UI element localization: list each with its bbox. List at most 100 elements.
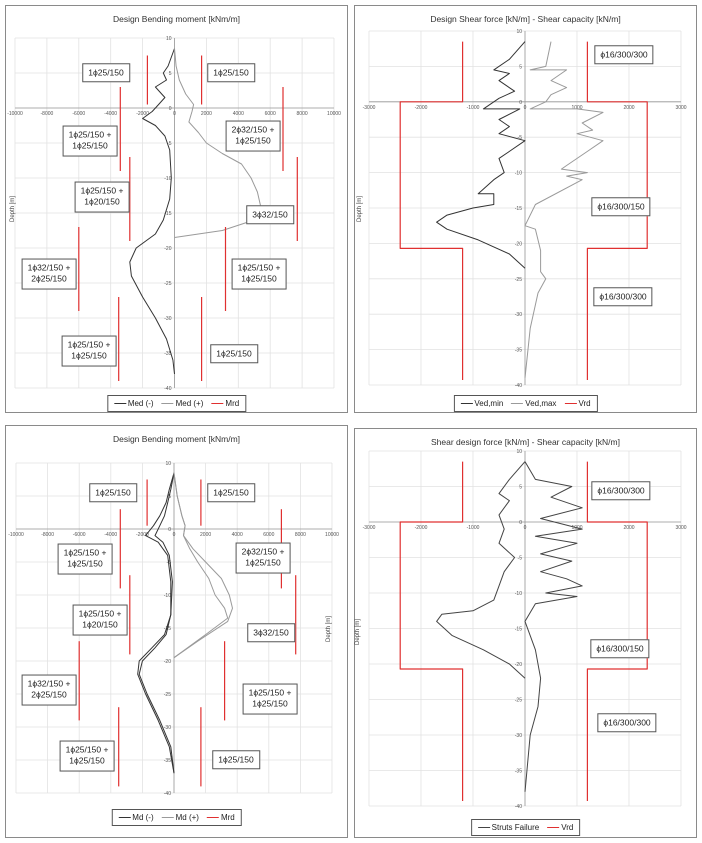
x-tick-label: 0	[173, 111, 176, 117]
x-tick-label: 2000	[623, 105, 634, 111]
y-tick-label: 5	[169, 71, 172, 77]
stirrup-label: ϕ16/300/150	[591, 197, 651, 217]
rebar-label: 1ϕ25/150 + 1ϕ25/150	[57, 543, 113, 575]
legend-swatch	[460, 403, 473, 404]
series-line-struts-failure	[524, 461, 583, 792]
legend-label: Mrd	[225, 399, 240, 408]
chart-legend: Md (-) Md (+) Mrd	[111, 809, 242, 826]
stirrup-label: ϕ16/300/150	[590, 639, 650, 659]
x-tick-label: 4000	[233, 111, 244, 117]
y-tick-label: -35	[515, 348, 522, 354]
legend-item: Ved,min	[460, 399, 503, 408]
rebar-label: 1ϕ25/150	[207, 63, 255, 83]
series-line-vrd	[586, 461, 648, 801]
series-line-ved-max	[524, 41, 604, 378]
legend-item: Mrd	[206, 813, 235, 822]
x-tick-label: -8000	[41, 111, 54, 117]
legend-swatch	[547, 827, 560, 828]
x-tick-label: 6000	[263, 532, 274, 538]
y-tick-label: -30	[515, 312, 522, 318]
rebar-label: 2ϕ32/150 + 1ϕ25/150	[235, 542, 291, 574]
legend-item: Med (+)	[161, 399, 203, 408]
y-tick-label: -10	[515, 591, 522, 597]
legend-label: Ved,min	[474, 399, 504, 408]
rebar-label: 1ϕ32/150 + 2ϕ25/150	[21, 674, 77, 706]
legend-swatch	[113, 403, 126, 404]
series-line-vrd	[399, 461, 464, 801]
y-tick-label: 5	[519, 64, 522, 70]
y-axis-label: Depth [m]	[357, 195, 364, 223]
x-tick-label: 10000	[327, 111, 341, 117]
series-line-vrd	[586, 41, 648, 380]
y-tick-label: 5	[168, 494, 171, 500]
rebar-label: 1ϕ25/150 + 1ϕ25/150	[231, 258, 287, 290]
x-tick-label: 3000	[675, 525, 686, 531]
y-tick-label: -15	[164, 211, 171, 217]
legend-label: Vrd	[561, 823, 574, 832]
legend-item: Mrd	[211, 399, 239, 408]
x-tick-label: -6000	[73, 532, 86, 538]
x-tick-label: 2000	[201, 111, 212, 117]
y-tick-label: -15	[515, 206, 522, 212]
legend-label: Mrd	[220, 813, 235, 822]
chart-legend: Med (-) Med (+) Mrd	[106, 395, 247, 412]
y-tick-label: -10	[515, 171, 522, 177]
y-tick-label: 0	[519, 520, 522, 526]
x-tick-label: 1000	[571, 105, 582, 111]
x-tick-label: -3000	[363, 105, 376, 111]
x-tick-label: -2000	[415, 525, 428, 531]
y-tick-label: -30	[515, 733, 522, 739]
legend-label: Md (-)	[132, 813, 154, 822]
rebar-label: 3ϕ32/150	[246, 205, 294, 225]
y-tick-label: -40	[515, 804, 522, 810]
legend-item: Vrd	[547, 823, 573, 832]
y-tick-label: 10	[516, 449, 522, 455]
legend-swatch	[477, 827, 490, 828]
rebar-label: 1ϕ25/150	[212, 750, 260, 770]
rebar-label: 1ϕ25/150 + 1ϕ25/150	[242, 683, 298, 715]
rebar-label: 1ϕ32/150 + 2ϕ25/150	[21, 258, 77, 290]
y-tick-label: -25	[515, 277, 522, 283]
x-tick-label: -10000	[8, 532, 24, 538]
y-tick-label: -40	[164, 791, 171, 797]
y-tick-label: 10	[516, 29, 522, 35]
y-tick-label: -30	[164, 725, 171, 731]
legend-label: Struts Failure	[491, 823, 540, 832]
x-tick-label: -2000	[136, 111, 149, 117]
x-tick-label: -1000	[467, 105, 480, 111]
legend-item: Md (+)	[161, 813, 199, 822]
rebar-label: 1ϕ25/150	[82, 63, 130, 83]
rebar-label: 1ϕ25/150 + 1ϕ20/150	[74, 181, 130, 213]
y-tick-label: -40	[515, 383, 522, 389]
series-line-md	[137, 472, 175, 774]
x-tick-label: 0	[173, 532, 176, 538]
legend-swatch	[118, 817, 131, 818]
y-tick-label: -20	[515, 662, 522, 668]
rebar-label: 2ϕ32/150 + 1ϕ25/150	[225, 120, 281, 152]
x-tick-label: -6000	[72, 111, 85, 117]
y-tick-label: -20	[164, 659, 171, 665]
y-tick-label: 0	[168, 527, 171, 533]
x-tick-label: -1000	[467, 525, 480, 531]
chart-title: Design Shear force [kN/m] - Shear capaci…	[430, 14, 621, 24]
chart-legend: Struts Failure Vrd	[470, 819, 581, 836]
y-tick-label: -5	[167, 141, 172, 147]
chart-title: Design Bending moment [kNm/m]	[112, 14, 241, 24]
legend-label: Ved,max	[525, 399, 557, 408]
legend-swatch	[206, 817, 219, 818]
y-tick-label: -5	[518, 556, 523, 562]
y-axis-label: Depth [m]	[10, 195, 17, 223]
y-tick-label: -10	[164, 593, 171, 599]
stirrup-label: ϕ16/300/300	[593, 287, 653, 307]
chart-legend: Ved,min Ved,max Vrd	[453, 395, 598, 412]
series-line-md	[138, 472, 175, 774]
x-tick-label: -10000	[7, 111, 23, 117]
rebar-label: 1ϕ25/150	[210, 344, 258, 364]
x-tick-label: 6000	[265, 111, 276, 117]
rebar-label: 1ϕ25/150 + 1ϕ25/150	[61, 335, 117, 367]
